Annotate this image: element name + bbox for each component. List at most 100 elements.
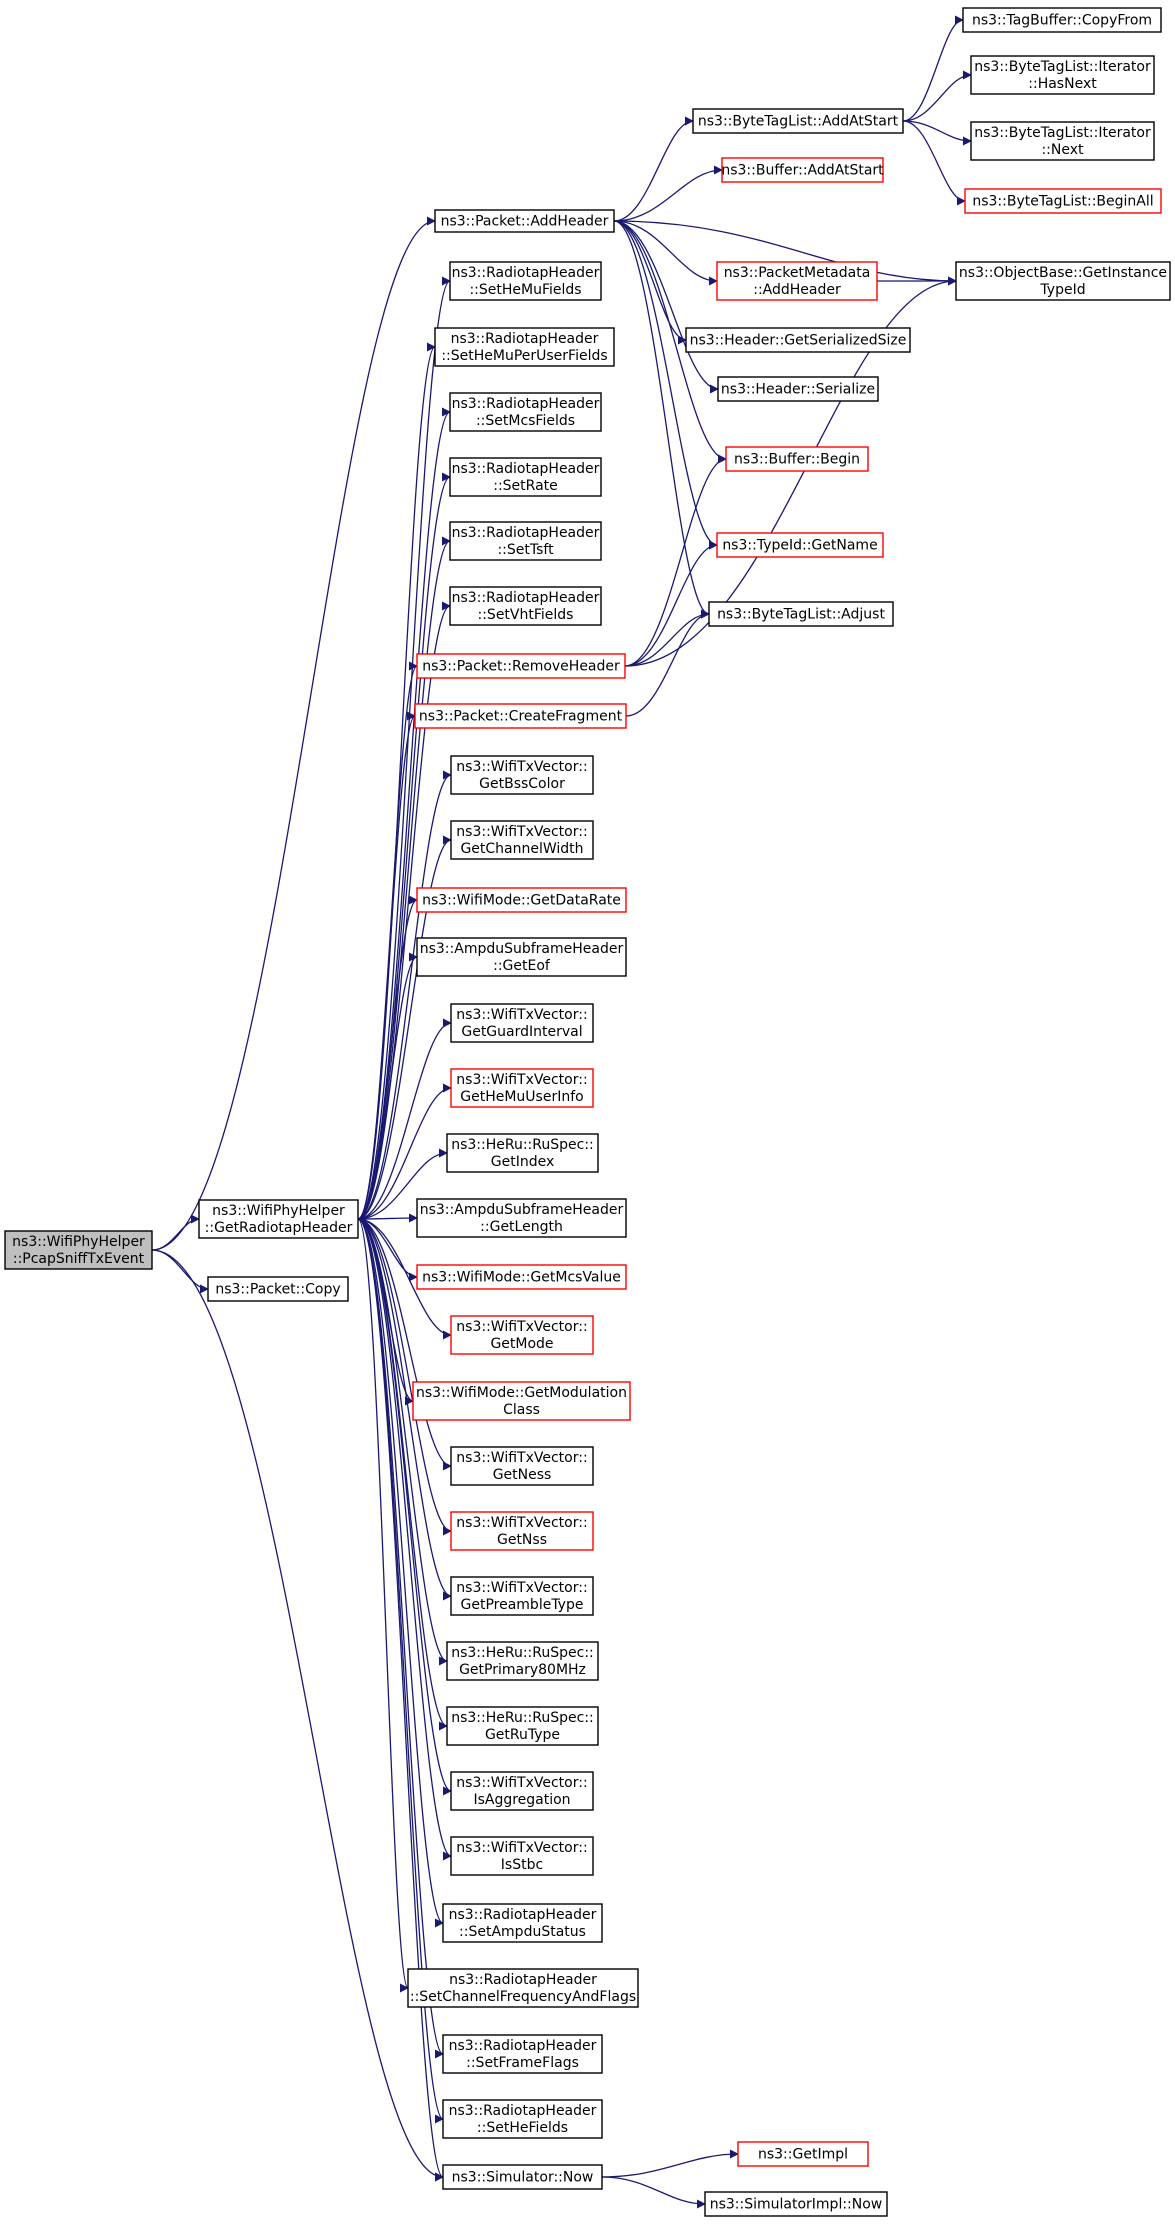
node-n37[interactable]: ns3::PacketMetadata::AddHeader — [716, 261, 878, 301]
node-box[interactable] — [450, 1003, 594, 1043]
node-n10[interactable]: ns3::Packet::RemoveHeader — [416, 653, 626, 679]
node-n45[interactable]: ns3::ByteTagList::Iterator::HasNext — [970, 55, 1155, 95]
node-box[interactable] — [442, 2034, 603, 2074]
node-n26[interactable]: ns3::HeRu::RuSpec::GetPrimary80MHz — [446, 1641, 599, 1681]
node-box[interactable] — [416, 1198, 627, 1238]
node-n23[interactable]: ns3::WifiTxVector::GetNess — [450, 1446, 594, 1486]
node-n28[interactable]: ns3::WifiTxVector::IsAggregation — [450, 1771, 594, 1811]
node-n39[interactable]: ns3::Header::Serialize — [717, 376, 879, 402]
node-box[interactable] — [685, 327, 911, 353]
node-n30[interactable]: ns3::RadiotapHeader::SetAmpduStatus — [442, 1903, 603, 1943]
node-box[interactable] — [416, 887, 627, 913]
node-box[interactable] — [450, 1511, 594, 1551]
node-box[interactable] — [970, 121, 1155, 161]
node-n31[interactable]: ns3::RadiotapHeader::SetChannelFrequency… — [407, 1968, 639, 2008]
node-n29[interactable]: ns3::WifiTxVector::IsStbc — [450, 1836, 594, 1876]
node-n7[interactable]: ns3::RadiotapHeader::SetRate — [449, 457, 602, 497]
node-n36[interactable]: ns3::Buffer::AddAtStart — [721, 157, 884, 183]
node-box[interactable] — [450, 1836, 594, 1876]
node-n44[interactable]: ns3::TagBuffer::CopyFrom — [962, 7, 1162, 33]
node-n33[interactable]: ns3::RadiotapHeader::SetHeFields — [442, 2099, 603, 2139]
node-box[interactable] — [717, 376, 879, 402]
node-box[interactable] — [414, 703, 627, 729]
node-box[interactable] — [708, 601, 894, 627]
node-box[interactable] — [449, 457, 602, 497]
node-n5[interactable]: ns3::RadiotapHeader::SetHeMuPerUserField… — [434, 327, 615, 367]
node-box[interactable] — [446, 1641, 599, 1681]
node-n35[interactable]: ns3::ByteTagList::AddAtStart — [692, 108, 904, 134]
node-n34[interactable]: ns3::Simulator::Now — [442, 2164, 603, 2190]
node-n6[interactable]: ns3::RadiotapHeader::SetMcsFields — [449, 392, 602, 432]
node-n25[interactable]: ns3::WifiTxVector::GetPreambleType — [450, 1576, 594, 1616]
node-box[interactable] — [416, 937, 627, 977]
node-n49[interactable]: ns3::SimulatorImpl::Now — [704, 2191, 888, 2217]
node-box[interactable] — [725, 446, 869, 472]
node-n20[interactable]: ns3::WifiMode::GetMcsValue — [416, 1264, 627, 1290]
node-box[interactable] — [962, 7, 1162, 33]
node-box[interactable] — [450, 1068, 594, 1108]
node-box[interactable] — [450, 820, 594, 860]
node-n13[interactable]: ns3::WifiTxVector::GetChannelWidth — [450, 820, 594, 860]
node-n4[interactable]: ns3::RadiotapHeader::SetHeMuFields — [449, 261, 602, 301]
node-box[interactable] — [449, 392, 602, 432]
node-n14[interactable]: ns3::WifiMode::GetDataRate — [416, 887, 627, 913]
node-box[interactable] — [416, 1264, 627, 1290]
node-n0[interactable]: ns3::WifiPhyHelper::PcapSniffTxEvent — [4, 1230, 153, 1270]
node-box[interactable] — [198, 1199, 359, 1239]
node-box[interactable] — [446, 1133, 599, 1173]
node-n27[interactable]: ns3::HeRu::RuSpec::GetRuType — [446, 1706, 599, 1746]
node-box[interactable] — [442, 2099, 603, 2139]
node-n16[interactable]: ns3::WifiTxVector::GetGuardInterval — [450, 1003, 594, 1043]
node-box[interactable] — [407, 1968, 639, 2008]
node-box[interactable] — [4, 1230, 153, 1270]
node-box[interactable] — [721, 157, 884, 183]
node-box[interactable] — [442, 1903, 603, 1943]
node-n2[interactable]: ns3::Packet::Copy — [207, 1276, 349, 1302]
node-n24[interactable]: ns3::WifiTxVector::GetNss — [450, 1511, 594, 1551]
node-n15[interactable]: ns3::AmpduSubframeHeader::GetEof — [416, 937, 627, 977]
node-n9[interactable]: ns3::RadiotapHeader::SetVhtFields — [449, 586, 602, 626]
node-n21[interactable]: ns3::WifiTxVector::GetMode — [450, 1315, 594, 1355]
node-box[interactable] — [450, 1771, 594, 1811]
node-n18[interactable]: ns3::HeRu::RuSpec::GetIndex — [446, 1133, 599, 1173]
node-n41[interactable]: ns3::TypeId::GetName — [716, 532, 884, 558]
node-box[interactable] — [737, 2141, 869, 2167]
node-box[interactable] — [434, 209, 615, 233]
node-n46[interactable]: ns3::ByteTagList::Iterator::Next — [970, 121, 1155, 161]
node-n32[interactable]: ns3::RadiotapHeader::SetFrameFlags — [442, 2034, 603, 2074]
node-n19[interactable]: ns3::AmpduSubframeHeader::GetLength — [416, 1198, 627, 1238]
node-box[interactable] — [716, 532, 884, 558]
node-box[interactable] — [434, 327, 615, 367]
node-box[interactable] — [450, 1446, 594, 1486]
node-box[interactable] — [416, 653, 626, 679]
node-box[interactable] — [412, 1381, 631, 1421]
node-box[interactable] — [442, 2164, 603, 2190]
node-box[interactable] — [446, 1706, 599, 1746]
node-box[interactable] — [955, 261, 1171, 301]
node-box[interactable] — [716, 261, 878, 301]
node-box[interactable] — [450, 1315, 594, 1355]
node-box[interactable] — [207, 1276, 349, 1302]
node-n42[interactable]: ns3::ByteTagList::Adjust — [708, 601, 894, 627]
node-n47[interactable]: ns3::ByteTagList::BeginAll — [964, 188, 1162, 214]
node-n11[interactable]: ns3::Packet::CreateFragment — [414, 703, 627, 729]
node-box[interactable] — [450, 1576, 594, 1616]
node-n40[interactable]: ns3::Buffer::Begin — [725, 446, 869, 472]
node-box[interactable] — [964, 188, 1162, 214]
node-n3[interactable]: ns3::Packet::AddHeader — [434, 209, 615, 233]
node-box[interactable] — [970, 55, 1155, 95]
node-box[interactable] — [449, 521, 602, 561]
node-n17[interactable]: ns3::WifiTxVector::GetHeMuUserInfo — [450, 1068, 594, 1108]
node-box[interactable] — [450, 755, 594, 795]
node-box[interactable] — [692, 108, 904, 134]
node-n38[interactable]: ns3::Header::GetSerializedSize — [685, 327, 911, 353]
node-box[interactable] — [704, 2191, 888, 2217]
node-n1[interactable]: ns3::WifiPhyHelper::GetRadiotapHeader — [198, 1199, 359, 1239]
node-n12[interactable]: ns3::WifiTxVector::GetBssColor — [450, 755, 594, 795]
node-n48[interactable]: ns3::GetImpl — [737, 2141, 869, 2167]
node-n8[interactable]: ns3::RadiotapHeader::SetTsft — [449, 521, 602, 561]
node-box[interactable] — [449, 586, 602, 626]
node-box[interactable] — [449, 261, 602, 301]
